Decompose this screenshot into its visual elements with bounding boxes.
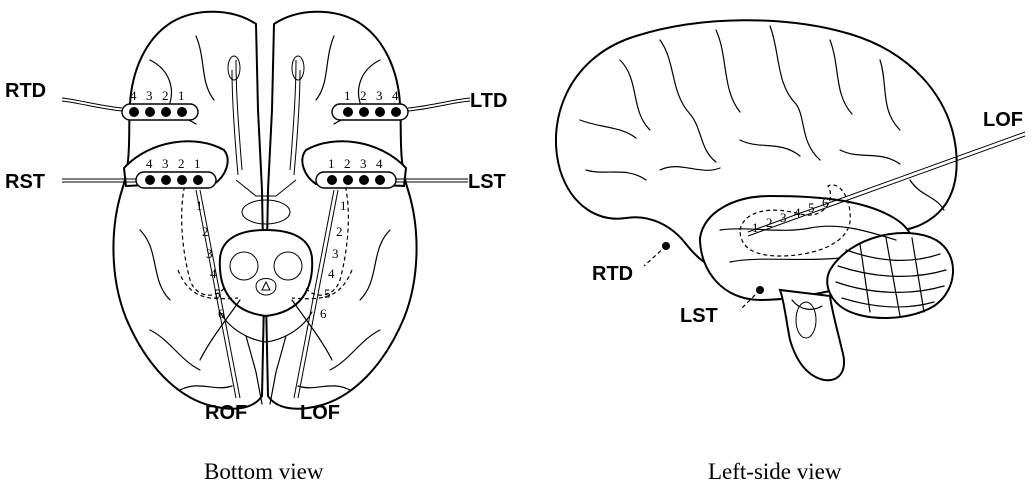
rst-number: 4 [146, 156, 153, 171]
lof-depth-number: 5 [324, 286, 331, 301]
rst-number: 3 [162, 156, 169, 171]
rof-depth-number: 1 [196, 198, 203, 213]
lst-contact-1 [327, 175, 337, 185]
rtd-number: 2 [162, 88, 169, 103]
lst-contact-2 [343, 175, 353, 185]
rtd-label: RTD [5, 80, 46, 102]
lst-number: 2 [344, 156, 351, 171]
lof-side-depth-number: 2 [766, 215, 773, 230]
ltd-contact-4 [391, 107, 401, 117]
lof-depth-number: 4 [328, 266, 335, 281]
lof-side-depth-number: 1 [752, 220, 759, 235]
lof-depth-number: 1 [340, 198, 347, 213]
rof-depth-number: 2 [202, 224, 209, 239]
lst-number: 3 [360, 156, 367, 171]
rof-depth-number: 6 [218, 306, 225, 321]
lof-side-depth-number: 3 [780, 210, 787, 225]
lof-label-bottom: LOF [300, 402, 340, 424]
lst-label: LST [468, 171, 506, 193]
rtd-contact-2 [161, 107, 171, 117]
rtd-contact-3 [145, 107, 155, 117]
ltd-number: 3 [376, 88, 383, 103]
ltd-contact-1 [343, 107, 353, 117]
lst-number: 1 [328, 156, 335, 171]
rtd-label-side: RTD [592, 263, 633, 285]
bottom-view-caption: Bottom view [204, 459, 324, 484]
ltd-contact-3 [375, 107, 385, 117]
rtd-number: 1 [178, 88, 185, 103]
rtd-contact-1 [177, 107, 187, 117]
rst-contact-1 [193, 175, 203, 185]
bottom-view-brain [113, 12, 416, 409]
right-hemisphere-outline [113, 12, 264, 409]
lst-label-side: LST [680, 305, 718, 327]
rst-number: 2 [178, 156, 185, 171]
rtd-electrode-strip: 4 3 2 1 [62, 88, 198, 120]
rtd-contact-4 [129, 107, 139, 117]
lst-number: 4 [376, 156, 383, 171]
lof-side-depth-number: 6 [822, 195, 829, 210]
rst-label: RST [5, 171, 45, 193]
lof-side-depth-number: 4 [794, 205, 801, 220]
rst-contact-3 [161, 175, 171, 185]
rst-number: 1 [194, 156, 201, 171]
lof-side-depth-number: 5 [808, 200, 815, 215]
side-view-brain [556, 20, 957, 380]
rtd-number: 3 [146, 88, 153, 103]
lof-depth-number: 6 [320, 306, 327, 321]
rst-contact-2 [177, 175, 187, 185]
ltd-number: 2 [360, 88, 367, 103]
rtd-number: 4 [130, 88, 137, 103]
ltd-contact-2 [359, 107, 369, 117]
rof-depth-number: 5 [214, 286, 221, 301]
lof-depth-number: 2 [336, 224, 343, 239]
ltd-number: 4 [392, 88, 399, 103]
lof-label-side: LOF [983, 109, 1023, 131]
brainstem [220, 230, 312, 316]
ltd-number: 1 [344, 88, 351, 103]
lof-depth-number: 3 [332, 246, 339, 261]
side-view-caption: Left-side view [708, 459, 842, 484]
rof-label: ROF [205, 402, 247, 424]
rof-depth-number: 4 [210, 266, 217, 281]
lst-contact-3 [359, 175, 369, 185]
ltd-label: LTD [470, 90, 507, 112]
lst-contact-4 [375, 175, 385, 185]
rst-contact-4 [145, 175, 155, 185]
rof-depth-number: 3 [206, 246, 213, 261]
